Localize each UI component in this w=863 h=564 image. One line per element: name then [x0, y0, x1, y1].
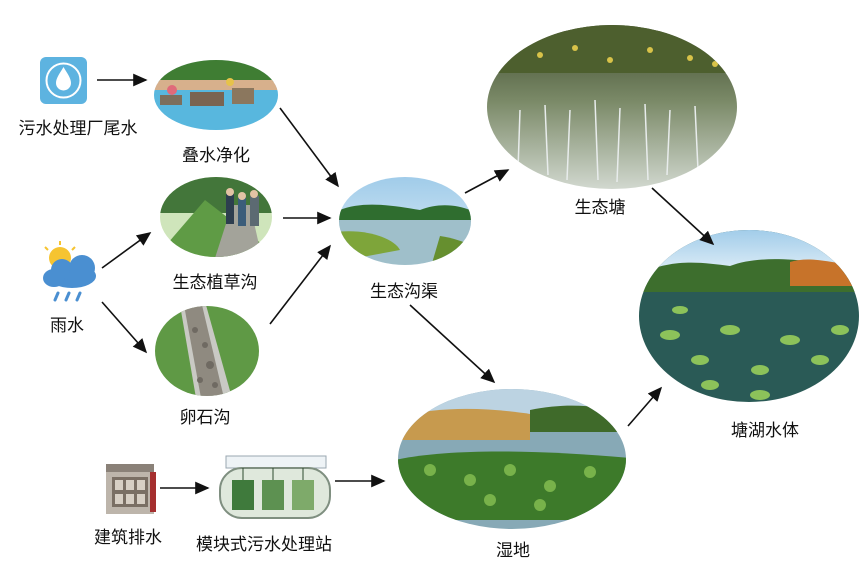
arrow-pond-lake	[651, 187, 715, 246]
flow-arrows	[97, 73, 715, 495]
arrow-channel-wetland	[409, 304, 496, 384]
arrow-rain-swale	[101, 232, 152, 269]
building-icon	[106, 464, 156, 514]
label-building: 建筑排水	[94, 528, 162, 548]
treatment-tank-icon	[219, 455, 331, 519]
wetland-photo	[398, 389, 626, 529]
label-station: 模块式污水处理站	[196, 535, 332, 555]
swale-photo	[160, 177, 272, 257]
rain-cloud-sun-icon	[43, 241, 96, 302]
label-effluent: 污水处理厂尾水	[18, 119, 138, 139]
arrow-wetland-lake	[627, 386, 663, 427]
label-wetland: 湿地	[496, 541, 530, 561]
lake-photo	[639, 230, 859, 402]
arrow-cascade-channel	[279, 107, 339, 188]
label-lake: 塘湖水体	[731, 421, 799, 441]
label-channel: 生态沟渠	[370, 282, 438, 302]
arrow-channel-pond	[464, 169, 510, 194]
channel-photo	[339, 177, 471, 265]
water-drop-icon	[40, 57, 87, 104]
label-pond: 生态塘	[574, 198, 626, 218]
label-cascade: 叠水净化	[182, 146, 250, 166]
pebble-photo	[155, 306, 259, 396]
pond-photo	[487, 25, 737, 189]
arrow-pebble-channel	[269, 244, 331, 325]
label-swale: 生态植草沟	[172, 273, 258, 293]
label-pebble: 卵石沟	[179, 408, 231, 428]
cascade-photo	[154, 60, 278, 130]
arrow-rain-pebble	[101, 301, 148, 354]
label-rain: 雨水	[50, 316, 84, 336]
